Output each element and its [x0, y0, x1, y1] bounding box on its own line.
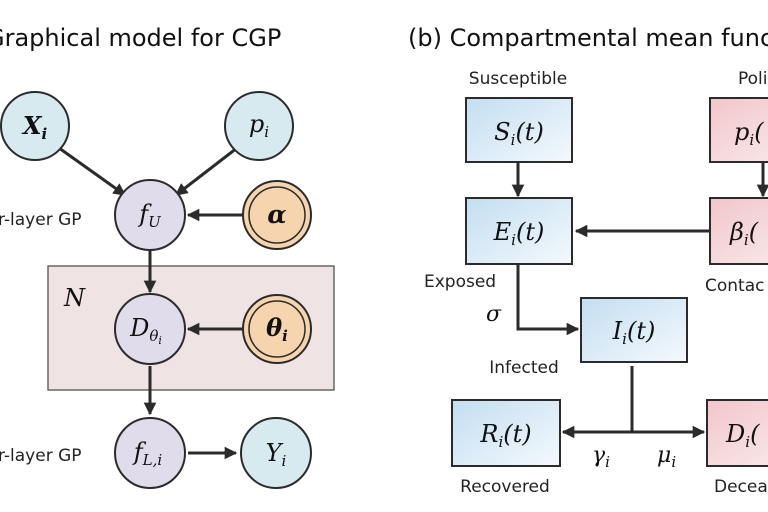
box-d-sub: i: [745, 433, 750, 451]
graph-edges: [58, 146, 243, 460]
box-susceptible: Si(t): [465, 97, 573, 163]
edge-x-to-fu: [58, 146, 127, 197]
box-e-sub: i: [511, 231, 516, 249]
label-deceased: Decea: [714, 477, 768, 497]
svg-text:Di(: Di(: [725, 420, 760, 451]
rate-mu-sub: i: [671, 453, 676, 471]
svg-text:Ii(t): Ii(t): [612, 317, 656, 348]
node-f-u: fU: [114, 179, 186, 251]
box-s-sub: i: [511, 131, 516, 149]
node-f-u-sub: U: [148, 213, 162, 231]
label-exposed: Exposed: [424, 272, 496, 292]
node-f-l: fL,i: [114, 417, 186, 489]
node-d-subsub: i: [158, 334, 162, 347]
box-recovered: Ri(t): [451, 399, 561, 467]
box-r-symbol: R: [479, 420, 498, 448]
node-d: Dθi: [114, 293, 186, 365]
svg-text:Yi: Yi: [266, 439, 287, 470]
node-y: Yi: [240, 417, 312, 489]
box-p-arg: (: [754, 118, 764, 146]
node-theta-sub: i: [282, 327, 288, 345]
box-s-symbol: S: [494, 118, 510, 146]
upper-layer-label: r-layer GP: [0, 210, 82, 230]
node-d-symbol: D: [129, 314, 149, 342]
node-x-sub: i: [41, 125, 47, 143]
panel-a-title: Graphical model for CGP: [0, 24, 281, 52]
svg-text:pi(: pi(: [734, 118, 764, 149]
svg-text:Ri(t): Ri(t): [479, 420, 531, 451]
box-contact: βi(: [709, 197, 768, 265]
node-theta: θi: [242, 294, 312, 364]
box-beta-symbol: β: [729, 218, 744, 246]
svg-text:Dθi: Dθi: [129, 314, 162, 347]
box-i-sub: i: [622, 330, 627, 348]
panel-b-title: (b) Compartmental mean funct: [408, 24, 768, 52]
label-policy: Poli: [738, 69, 768, 89]
box-i-symbol: I: [612, 317, 623, 345]
flow-e-to-i: [516, 264, 580, 336]
lower-layer-label: r-layer GP: [0, 446, 82, 466]
box-deceased: Di(: [706, 399, 768, 467]
box-i-arg: (t): [627, 317, 655, 345]
box-p-symbol: p: [734, 118, 749, 146]
node-alpha-symbol: α: [267, 200, 286, 229]
svg-text:Si(t): Si(t): [494, 118, 544, 149]
label-recovered: Recovered: [460, 477, 550, 497]
box-exposed: Ei(t): [465, 197, 573, 265]
box-policy: pi(: [709, 97, 768, 163]
plate-label: N: [63, 284, 86, 312]
box-r-arg: (t): [503, 420, 531, 448]
box-e-arg: (t): [516, 218, 544, 246]
svg-text:Ei(t): Ei(t): [493, 218, 545, 249]
box-e-symbol: E: [493, 218, 512, 246]
rate-mu: μi: [657, 443, 676, 471]
svg-text:Xi: Xi: [21, 111, 48, 143]
rate-gamma-symbol: γ: [592, 443, 606, 468]
label-infected: Infected: [489, 358, 559, 378]
node-y-symbol: Y: [266, 439, 284, 467]
node-f-l-sub: L,i: [142, 451, 163, 469]
box-s-arg: (t): [515, 118, 543, 146]
svg-text:βi(: βi(: [729, 218, 759, 249]
node-d-sub: θ: [149, 327, 158, 345]
node-theta-symbol: θ: [266, 313, 282, 342]
label-contact: Contac: [705, 276, 764, 296]
node-p-sub: i: [264, 123, 269, 141]
rate-gamma: γi: [592, 443, 610, 471]
box-d-arg: (: [750, 420, 760, 448]
box-d-symbol: D: [725, 420, 745, 448]
label-susceptible: Susceptible: [469, 69, 567, 89]
box-infected: Ii(t): [580, 297, 688, 363]
box-p-sub: i: [749, 131, 754, 149]
flow-edges: [511, 162, 768, 439]
box-r-sub: i: [498, 433, 503, 451]
rate-gamma-sub: i: [605, 453, 610, 471]
node-x: Xi: [0, 91, 70, 161]
box-beta-arg: (: [749, 218, 759, 246]
node-alpha: α: [242, 180, 312, 250]
rate-mu-symbol: μ: [657, 443, 671, 468]
node-x-symbol: X: [21, 111, 43, 140]
node-p-symbol: p: [249, 110, 264, 138]
edge-p-to-fu: [175, 146, 238, 197]
box-beta-sub: i: [744, 231, 749, 249]
node-p: pi: [224, 91, 294, 161]
node-y-sub: i: [282, 452, 287, 470]
svg-text:θi: θi: [266, 313, 288, 345]
svg-text:pi: pi: [249, 110, 269, 141]
rate-sigma: σ: [486, 302, 502, 327]
